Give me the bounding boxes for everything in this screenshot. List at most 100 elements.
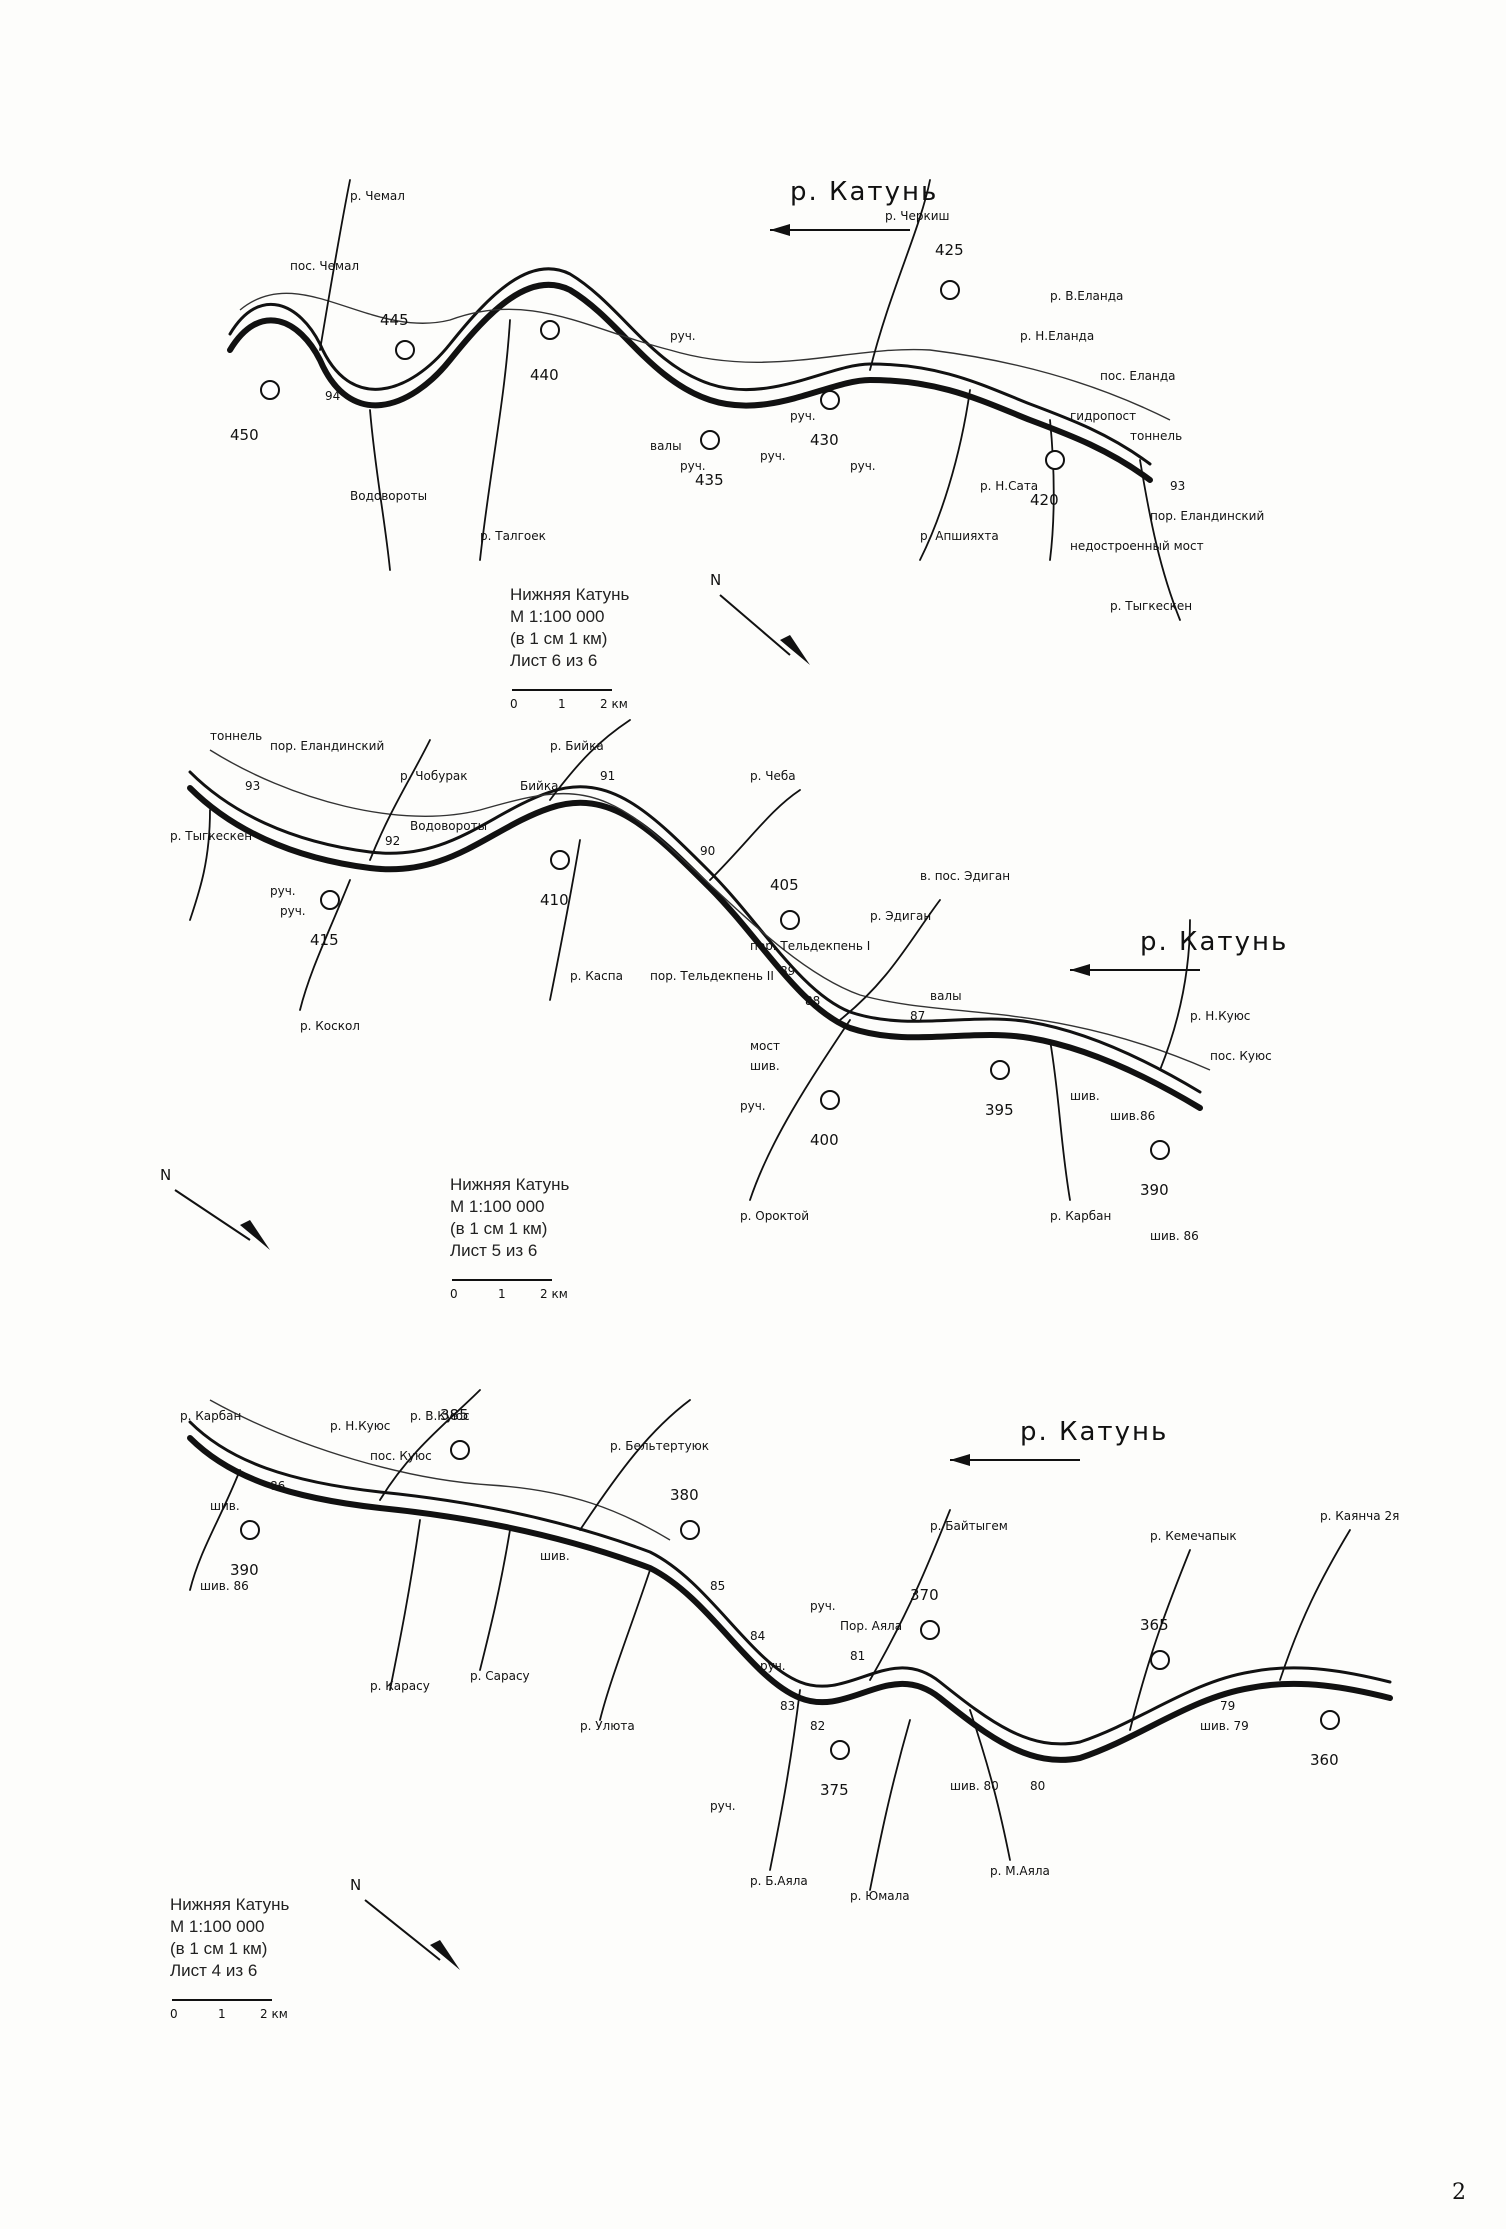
place-label: р. Кемечапык [1150, 1529, 1237, 1543]
rapid-number: 80 [1030, 1779, 1045, 1793]
river-name-label: р. Катунь [1020, 1417, 1168, 1447]
place-label: руч. [270, 884, 296, 898]
place-label: пос. Чемал [290, 259, 359, 273]
place-label: р. Тыгкескен [170, 829, 252, 843]
scale-tick: 2 км [260, 2007, 288, 2021]
sheet5-river [187, 749, 1211, 1111]
legend-sheet: Лист 4 из 6 [170, 1961, 257, 1980]
rapid-number: 88 [805, 994, 820, 1008]
height-label: 430 [810, 431, 839, 449]
height-label: 445 [380, 311, 409, 329]
place-label: р. Б.Аяла [750, 1874, 808, 1888]
place-label: р. В.Еланда [1050, 289, 1123, 303]
north-label: N [160, 1166, 171, 1184]
place-label: р. Апшияхта [920, 529, 999, 543]
height-label: 425 [935, 241, 964, 259]
height-label: 390 [1140, 1181, 1169, 1199]
sheet4-labels: 390 385 380 375 370 365 360 86 85 84 83 … [180, 1406, 1399, 1903]
legend-scale-note: (в 1 см 1 км) [510, 629, 607, 648]
river-name-label: р. Катунь [1140, 927, 1288, 957]
place-label: р. Бельтертуюк [610, 1439, 709, 1453]
place-label: р. Н.Куюс [330, 1419, 390, 1433]
place-label: р. Улюта [580, 1719, 635, 1733]
map-sheet-6: 450 445 440 435 430 425 420 94 93 пос. Ч… [150, 140, 1450, 740]
rapid-number: 79 [1220, 1699, 1235, 1713]
place-label: р. Ороктой [740, 1209, 809, 1223]
place-label: р. Талгоек [480, 529, 546, 543]
height-label: 380 [670, 1486, 699, 1504]
rapid-number: 83 [780, 1699, 795, 1713]
scale-tick: 0 [170, 2007, 178, 2021]
place-label: пос. Еланда [1100, 369, 1176, 383]
place-label: р. Н.Сата [980, 479, 1038, 493]
sheet6-map: 450 445 440 435 430 425 420 94 93 пос. Ч… [227, 177, 1264, 711]
place-label: шив. [750, 1059, 780, 1073]
sheet5-map: 415 410 405 400 395 390 93 92 91 90 89 8… [160, 719, 1288, 1301]
place-label: р. Чобурак [400, 769, 468, 783]
place-label: шив. [1070, 1089, 1100, 1103]
place-label: р. Бийка [550, 739, 604, 753]
height-label: 405 [770, 876, 799, 894]
sheet6-labels: 450 445 440 435 430 425 420 94 93 пос. Ч… [230, 177, 1264, 613]
sheet4-legend: Нижняя Катунь М 1:100 000 (в 1 см 1 км) … [170, 1876, 460, 2021]
place-label: р. Карасу [370, 1679, 430, 1693]
height-label: 390 [230, 1561, 259, 1579]
page-number: 2 [1452, 2180, 1466, 2205]
place-label: руч. [280, 904, 306, 918]
scale-tick: 1 [498, 1287, 506, 1301]
legend-scale: М 1:100 000 [170, 1917, 265, 1936]
scale-tick: 1 [218, 2007, 226, 2021]
sheet4-height-markers [240, 1440, 1340, 1760]
rapid-number: 81 [850, 1649, 865, 1663]
sheet4-river [187, 1399, 1393, 1763]
place-label: Водовороты [410, 819, 487, 833]
sheet6-height-markers [260, 280, 1065, 470]
scale-tick: 2 км [540, 1287, 568, 1301]
legend-title: Нижняя Катунь [450, 1175, 570, 1194]
rapid-number: 82 [810, 1719, 825, 1733]
sheet5-labels: 415 410 405 400 395 390 93 92 91 90 89 8… [170, 729, 1288, 1243]
height-label: 440 [530, 366, 559, 384]
sheet6-legend: Нижняя Катунь М 1:100 000 (в 1 см 1 км) … [510, 571, 810, 711]
height-label: 370 [910, 1586, 939, 1604]
place-label: пор. Еландинский [1150, 509, 1264, 523]
place-label: недостроенный мост [1070, 539, 1204, 553]
place-label: шив. 86 [200, 1579, 249, 1593]
height-label: 375 [820, 1781, 849, 1799]
height-label: 450 [230, 426, 259, 444]
rapid-number: 89 [780, 964, 795, 978]
place-label: руч. [670, 329, 696, 343]
place-label: р. Н.Еланда [1020, 329, 1094, 343]
place-label: р. Н.Куюс [1190, 1009, 1250, 1023]
place-label: р. Юмала [850, 1889, 910, 1903]
place-label: р. Тыгкескен [1110, 599, 1192, 613]
legend-title: Нижняя Катунь [170, 1895, 290, 1914]
height-label: 385 [440, 1406, 469, 1424]
place-label: руч. [790, 409, 816, 423]
place-label: тоннель [1130, 429, 1182, 443]
sheet5-height-markers [320, 850, 1170, 1160]
legend-sheet: Лист 5 из 6 [450, 1241, 537, 1260]
sheet6-tributaries [319, 179, 1181, 621]
place-label: р. Байтыгем [930, 1519, 1008, 1533]
river-name-label: р. Катунь [790, 177, 938, 207]
height-label: 410 [540, 891, 569, 909]
place-label: р. Чеба [750, 769, 796, 783]
rapid-number: 94 [325, 389, 340, 403]
sheet4-tributaries [189, 1389, 1351, 1891]
rapid-number: 86 [1140, 1109, 1155, 1123]
place-label: валы [650, 439, 682, 453]
legend-title: Нижняя Катунь [510, 585, 630, 604]
place-label: р. Черкиш [885, 209, 950, 223]
legend-scale: М 1:100 000 [510, 607, 605, 626]
map-sheet-5: 415 410 405 400 395 390 93 92 91 90 89 8… [150, 719, 1450, 1360]
rapid-number: 90 [700, 844, 715, 858]
height-label: 365 [1140, 1616, 1169, 1634]
place-label: руч. [850, 459, 876, 473]
place-label: шив. [540, 1549, 570, 1563]
place-label: гидропост [1070, 409, 1136, 423]
place-label: в. пос. Эдиган [920, 869, 1010, 883]
legend-scale-note: (в 1 см 1 км) [170, 1939, 267, 1958]
rapid-number: 92 [385, 834, 400, 848]
